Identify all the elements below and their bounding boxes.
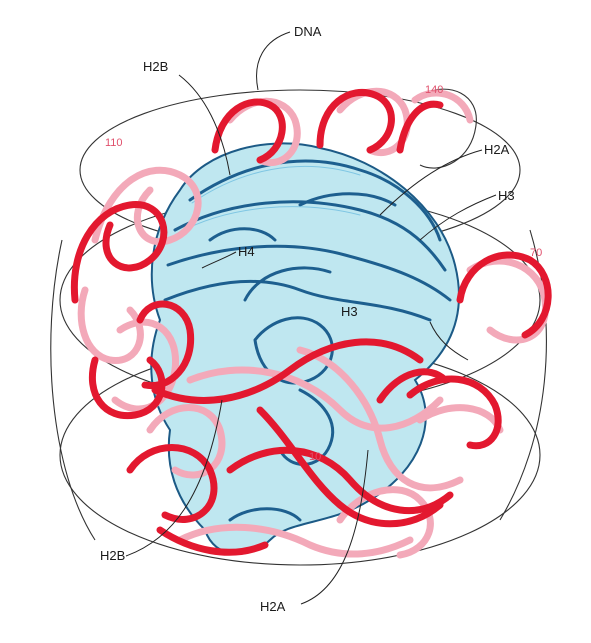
label-dna: DNA xyxy=(294,24,322,39)
label-h2a-top: H2A xyxy=(484,142,510,157)
label-h4: H4 xyxy=(238,244,255,259)
position-110: 110 xyxy=(105,137,123,149)
labels: DNA H2B H2A H3 H4 H3 H2B H2A xyxy=(100,24,515,614)
leader-lines xyxy=(125,31,497,605)
label-h3-center: H3 xyxy=(341,304,358,319)
dna-ribbon-red xyxy=(70,88,552,556)
position-140: 140 xyxy=(425,84,443,96)
position-numbers: 140 110 70 10 xyxy=(105,84,542,463)
label-h3-right: H3 xyxy=(498,188,515,203)
label-h2b-top: H2B xyxy=(143,59,168,74)
label-h2a-bottom: H2A xyxy=(260,599,286,614)
position-10: 10 xyxy=(309,451,321,463)
position-70: 70 xyxy=(530,247,542,259)
label-h2b-bottom: H2B xyxy=(100,548,125,563)
